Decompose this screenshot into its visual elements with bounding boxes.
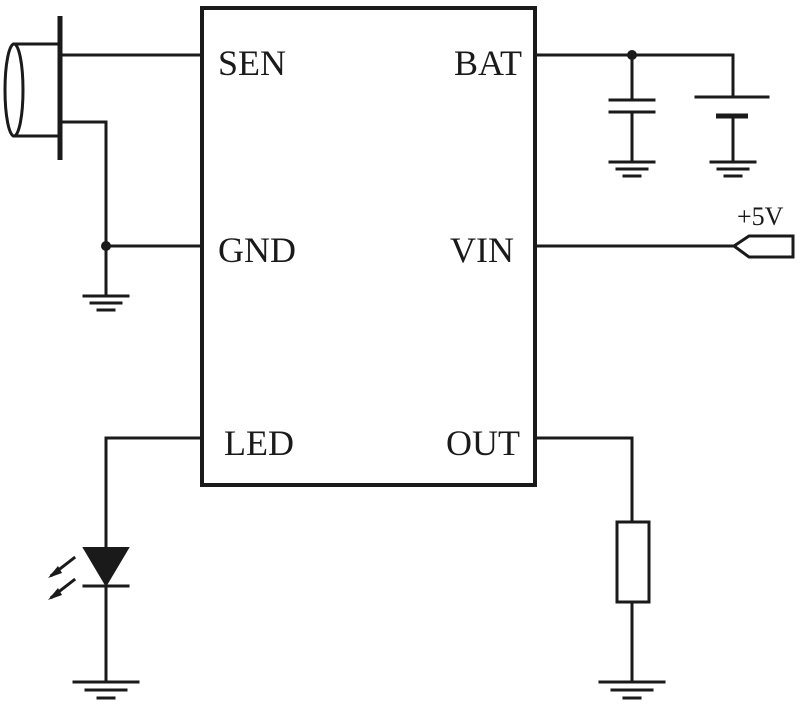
led-symbol (48, 547, 130, 682)
pin-label-bat: BAT (454, 43, 522, 83)
pin-label-sen: SEN (218, 43, 286, 83)
power-port-flag (731, 234, 795, 259)
sensor-lens (3, 42, 25, 138)
wire-led (104, 436, 204, 550)
light-emission-arrows-icon (48, 555, 77, 600)
supply-label: +5V (737, 202, 784, 231)
sensor-body-edges (12, 42, 62, 138)
ic-body (200, 6, 537, 487)
ground-symbol-out (598, 680, 666, 700)
battery-symbol (694, 95, 770, 178)
pin-label-out: OUT (446, 423, 520, 463)
pin-label-gnd: GND (218, 230, 296, 270)
resistor-symbol (615, 520, 651, 604)
pin-label-vin: VIN (450, 230, 514, 270)
pin-label-led: LED (224, 423, 294, 463)
capacitor-symbol (608, 53, 656, 178)
wire-out (533, 436, 634, 524)
ground-symbol-led (72, 680, 140, 700)
sensor-symbol (3, 16, 63, 160)
wire-sensor-ground-return (58, 120, 108, 248)
wire-bat (533, 53, 735, 99)
ground-symbol-gnd (82, 294, 130, 312)
